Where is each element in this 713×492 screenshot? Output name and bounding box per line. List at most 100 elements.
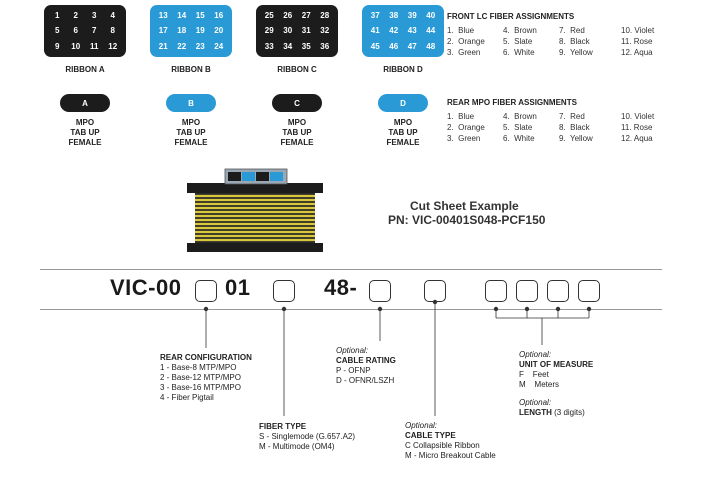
cable-rating-box[interactable] (369, 280, 391, 302)
length-digit-2-box[interactable] (547, 280, 569, 302)
ribbon-fiber-number: 43 (407, 26, 417, 36)
fiber-color-assignment: 10. Violet (621, 26, 655, 35)
rear-configuration-legend: REAR CONFIGURATION 1 - Base-8 MTP/MPO 2 … (160, 353, 252, 403)
ribbon-c-label: RIBBON C (277, 65, 317, 74)
fiber-color-assignment: 2. Orange (447, 37, 485, 46)
unit-of-measure-legend: Optional: UNIT OF MEASURE F Feet M Meter… (519, 350, 593, 418)
ribbon-fiber-number: 7 (92, 26, 97, 36)
fiber-color-assignment: 8. Black (559, 123, 590, 132)
fiber-color-assignment: 9. Yellow (559, 48, 593, 57)
fiber-color-assignment: 1. Blue (447, 26, 475, 35)
rear-assignments-title: REAR MPO FIBER ASSIGNMENTS (447, 98, 577, 107)
ribbon-fiber-number: 46 (389, 41, 399, 51)
ribbon-fiber-number: 18 (177, 26, 187, 36)
fiber-color-assignment: 7. Red (559, 26, 585, 35)
tab-c-description: MPO TAB UP FEMALE (262, 118, 332, 148)
pn-prefix: VIC-00 (110, 275, 182, 300)
ribbon-fiber-number: 1 (55, 11, 60, 21)
cable-rating-title: CABLE RATING (336, 356, 396, 365)
ribbon-fiber-number: 9 (55, 41, 60, 51)
fiber-color-assignment: 12. Aqua (621, 134, 653, 143)
ribbon-fiber-number: 41 (370, 26, 380, 36)
ribbon-fiber-number: 6 (73, 26, 78, 36)
mpo-port (242, 172, 255, 181)
fiber-color-assignment: 4. Brown (503, 26, 537, 35)
ribbon-fiber-number: 32 (320, 26, 330, 36)
rear-config-dot (203, 306, 209, 312)
cut-sheet-part-number: PN: VIC-00401S048-PCF150 (388, 213, 546, 227)
ribbon-fiber-number: 8 (110, 26, 115, 36)
tab-a-line: TAB UP (70, 128, 100, 137)
unit-of-measure-option: F Feet (519, 370, 549, 379)
ribbon-fiber-number: 13 (158, 11, 168, 21)
fiber-type-option: S - Singlemode (G.657.A2) (259, 432, 356, 441)
ribbon-fiber-number: 14 (177, 11, 187, 21)
ribbon-fiber-number: 3 (92, 11, 97, 21)
fiber-type-box[interactable] (273, 280, 295, 302)
unit-of-measure-option: M Meters (519, 380, 560, 389)
fiber-color-assignment: 6. White (503, 48, 535, 57)
fiber-color-assignment: 1. Blue (447, 112, 475, 121)
length-digit-3-box[interactable] (578, 280, 600, 302)
ribbon-fiber-number: 27 (301, 11, 311, 21)
rear-configuration-option: 3 - Base-16 MTP/MPO (160, 383, 241, 392)
mpo-port (270, 172, 283, 181)
fiber-color-assignment: 11. Rose (621, 37, 653, 46)
ribbon-fiber-number: 42 (389, 26, 399, 36)
pn-middle: 01 (225, 275, 251, 300)
rear-configuration-option: 1 - Base-8 MTP/MPO (160, 363, 237, 372)
ribbon-fiber-number: 2 (73, 11, 78, 21)
fiber-type-option: M - Multimode (OM4) (259, 442, 335, 451)
tab-a: A (60, 94, 110, 112)
ribbon-fiber-number: 4 (110, 11, 115, 21)
fiber-color-assignment: 3. Green (447, 48, 481, 57)
cassette-cable-illustration (187, 168, 323, 252)
tab-a-line: FEMALE (68, 138, 102, 147)
fiber-color-assignment: 3. Green (447, 134, 481, 143)
tab-b-line: MPO (181, 118, 201, 127)
fiber-color-assignment: 5. Slate (503, 37, 533, 46)
cable-rating-dot (377, 306, 383, 312)
fiber-color-assignment: 2. Orange (447, 123, 485, 132)
ribbon-fiber-number: 38 (389, 11, 399, 21)
cassette-top-plate (187, 183, 323, 193)
ribbon-fiber-number: 25 (264, 11, 274, 21)
ribbon-fiber-number: 23 (195, 41, 205, 51)
fiber-color-assignment: 12. Aqua (621, 48, 653, 57)
tab-b-line: FEMALE (174, 138, 208, 147)
ribbon-fiber-number: 11 (90, 41, 99, 51)
length-title: LENGTH (519, 408, 552, 417)
cut-sheet-title: Cut Sheet Example (410, 199, 519, 213)
cable-type-title: CABLE TYPE (405, 431, 456, 440)
ribbon-fiber-number: 31 (301, 26, 311, 36)
tab-a-description: MPO TAB UP FEMALE (50, 118, 120, 148)
rear-config-box[interactable] (195, 280, 217, 302)
tab-d-description: MPO TAB UP FEMALE (368, 118, 438, 148)
tab-b: B (166, 94, 216, 112)
ribbon-fiber-number: 15 (195, 11, 205, 21)
rear-configuration-option: 2 - Base-12 MTP/MPO (160, 373, 241, 382)
fiber-color-assignment: 7. Red (559, 112, 585, 121)
front-assignments-grid: 1. Blue 4. Brown 7. Red 10. Violet 2. Orange… (447, 26, 697, 57)
ribbon-fiber-number: 37 (370, 11, 380, 21)
ribbon-fiber-number: 30 (283, 26, 293, 36)
tab-d-line: FEMALE (386, 138, 420, 147)
unit-of-measure-box[interactable] (485, 280, 507, 302)
ribbon-d-label: RIBBON D (383, 65, 423, 74)
ribbon-fiber-number: 16 (214, 11, 224, 21)
cable-rating-legend: Optional: CABLE RATING P - OFNP D - OFNR… (336, 346, 396, 386)
ribbon-fiber-number: 21 (158, 41, 168, 51)
fiber-color-assignment: 10. Violet (621, 112, 655, 121)
ribbon-fiber-number: 40 (426, 11, 436, 21)
ribbon-fiber-number: 20 (214, 26, 224, 36)
length-digit-1-box[interactable] (516, 280, 538, 302)
fiber-type-dot (281, 306, 287, 312)
fiber-type-title: FIBER TYPE (259, 422, 307, 431)
unit-of-measure-title: UNIT OF MEASURE (519, 360, 594, 369)
cable-type-legend: Optional: CABLE TYPE C Collapsible Ribbo… (405, 421, 496, 461)
tab-c-line: MPO (287, 118, 307, 127)
rear-configuration-option: 4 - Fiber Pigtail (160, 393, 214, 402)
